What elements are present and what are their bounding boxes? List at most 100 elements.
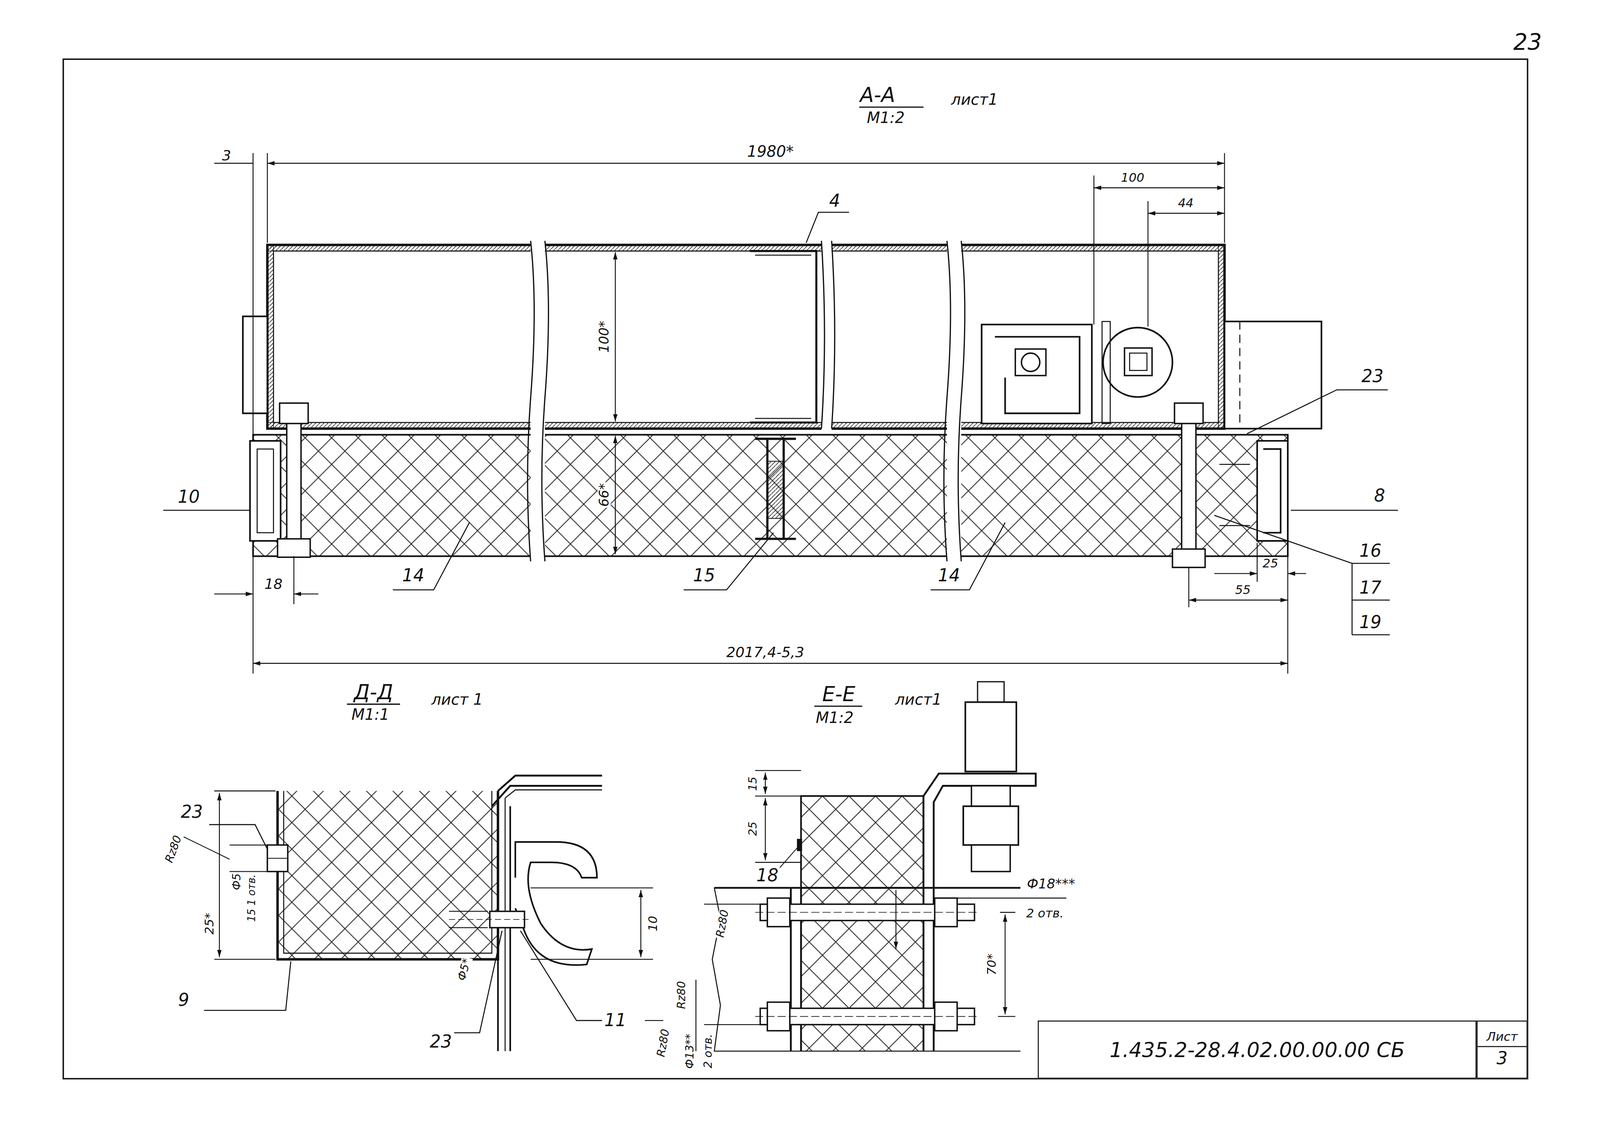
section-e-e-line (998, 912, 1016, 1017)
section-d-d-line (214, 958, 276, 960)
section-a-a-line (1124, 347, 1152, 376)
section-e-e (695, 681, 1067, 1051)
surface-roughness: Rz80 (163, 832, 184, 865)
dimension-value: 25 (1261, 557, 1280, 570)
scale-note: М1:2 (865, 110, 906, 127)
section-e-e-line (712, 887, 1021, 1052)
section-a-a-line (1102, 327, 1173, 398)
sheet-frame (63, 59, 1528, 1079)
scale-note: М1:2 (814, 710, 855, 727)
section-a-a-line (859, 106, 924, 108)
dimension-lines-line (253, 662, 1288, 664)
title-block-cell: 1.435.2-28.4.02.00.00.00 СБ (1037, 1020, 1477, 1079)
sheet-frame-line (63, 59, 1528, 1079)
sheet-reference: лист1 (893, 692, 943, 708)
dimension-value: Ф18*** (1025, 877, 1077, 891)
callout-number: 17 (1358, 579, 1383, 597)
section-e-e-line (714, 887, 1021, 1052)
dimension-lines-line (1256, 542, 1258, 582)
section-d-d-line (229, 870, 268, 872)
section-e-e-line (704, 904, 761, 1025)
dimension-value: 1980* (746, 144, 796, 160)
dimension-value: 100* (597, 319, 611, 354)
callout-number: 4 (827, 192, 842, 210)
section-d-d-line (515, 841, 598, 965)
section-a-a-line (253, 434, 1288, 557)
section-a-a-line (279, 403, 309, 424)
section-a-a-line (1257, 440, 1288, 541)
section-a-a-line (1219, 464, 1251, 526)
dimension-lines-line (1093, 175, 1095, 325)
dimension-lines-line (1287, 572, 1307, 574)
dimension-lines-line (1223, 153, 1225, 243)
leader-lines-line (392, 522, 470, 590)
title-block-cell: Лист3 (1476, 1020, 1528, 1079)
section-e-e-line (754, 770, 801, 863)
section-e-e-line (923, 773, 1036, 888)
dimension-value: 2017,4-5,3 (725, 644, 805, 659)
section-e-e-line (895, 889, 897, 949)
section-e-e-line (764, 772, 766, 794)
leader-lines-line (806, 212, 849, 243)
section-e-e-line (1004, 914, 1006, 1015)
sheet-number: 3 (1477, 1046, 1527, 1070)
leader-lines-line (1290, 509, 1399, 511)
section-a-a-line (1172, 549, 1205, 568)
scale-note: М1:1 (350, 707, 391, 724)
section-d-d-line (183, 836, 230, 860)
dimension-value: 10 (647, 914, 660, 932)
section-a-a-line (267, 244, 1225, 251)
dimension-value: 70* (985, 952, 999, 977)
sheet-reference: лист1 (950, 92, 999, 108)
section-a-a-line (267, 244, 274, 429)
dimension-lines-line (614, 251, 616, 422)
section-a-a-line (1239, 321, 1241, 429)
dimension-value: 25 (747, 820, 759, 837)
dimension-lines-line (1188, 599, 1288, 601)
section-d-d-line (645, 1019, 664, 1021)
section-d-d-line (214, 790, 276, 792)
section-e-e-line (814, 705, 863, 707)
surface-roughness: Rz80 (654, 1027, 672, 1059)
dimension-value: Ф13** (684, 1032, 696, 1070)
dimension-value: Ф5 (231, 872, 243, 891)
dimension-value: Ф5* (455, 956, 473, 983)
callout-number: 23 (428, 1033, 454, 1051)
section-title: Е-Е (821, 683, 857, 704)
dimension-lines-line (1147, 201, 1149, 327)
dimension-value: 66* (597, 482, 611, 508)
dimension-lines-line (1214, 572, 1258, 574)
dimension-lines-line (293, 556, 295, 605)
section-d-d-line (449, 919, 531, 921)
section-a-a-line (257, 449, 274, 533)
dimension-lines-line (1093, 187, 1225, 189)
dimension-value: 100 (1119, 171, 1146, 184)
section-e-e-line (954, 897, 1067, 899)
section-a-a-line (527, 240, 549, 562)
section-d-d-line (520, 930, 603, 1021)
section-a-a-line (242, 316, 268, 413)
dimension-lines-line (1148, 212, 1225, 214)
section-d-d-line (497, 806, 511, 1051)
dimension-value: 2 отв. (702, 1032, 714, 1070)
section-e-e-line (754, 1016, 980, 1017)
section-d-d (183, 704, 664, 1051)
leader-lines-line (163, 509, 251, 511)
section-a-a-line (286, 403, 302, 557)
dimension-value: 44 (1177, 196, 1195, 210)
surface-roughness: Rz80 (714, 907, 731, 940)
callout-number: 9 (176, 991, 191, 1009)
dimension-value: 55 (1234, 583, 1252, 596)
section-a-a-line (981, 324, 1092, 424)
section-a-a-line (767, 460, 784, 519)
surface-roughness: Rz80 (676, 979, 688, 1011)
dimension-lines-line (252, 153, 254, 437)
callout-number: 11 (603, 1011, 628, 1030)
section-d-d-line (449, 910, 488, 912)
sheet-reference: лист 1 (430, 692, 485, 708)
section-e-e-line (764, 797, 766, 861)
section-d-d-line (277, 790, 499, 959)
dimension-lines-line (267, 162, 1225, 164)
section-title: А-А (858, 84, 897, 105)
